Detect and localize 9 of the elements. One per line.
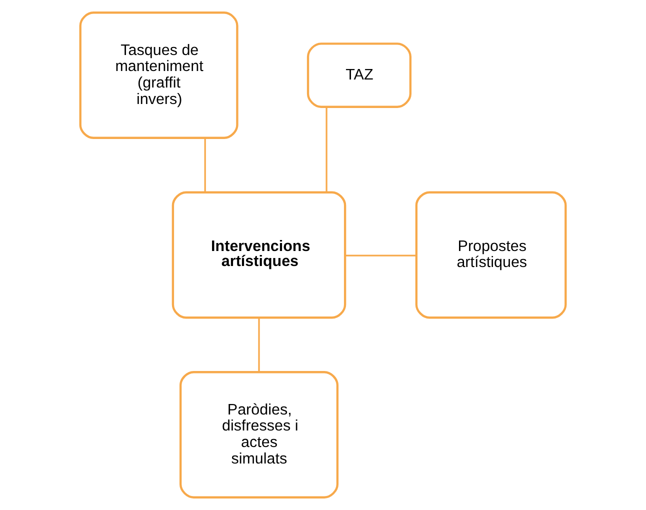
node-box: Intervencions artístiques bbox=[172, 191, 346, 319]
node-box: Paròdies, disfresses i actes simulats bbox=[179, 371, 339, 498]
connector bbox=[258, 318, 260, 372]
connector bbox=[204, 138, 206, 192]
connector bbox=[326, 106, 328, 192]
node-box: Propostes artístiques bbox=[415, 191, 567, 319]
node-box: TAZ bbox=[306, 42, 412, 108]
node-box: Tasques de manteniment (graffit invers) bbox=[79, 12, 238, 139]
connector bbox=[345, 254, 416, 256]
